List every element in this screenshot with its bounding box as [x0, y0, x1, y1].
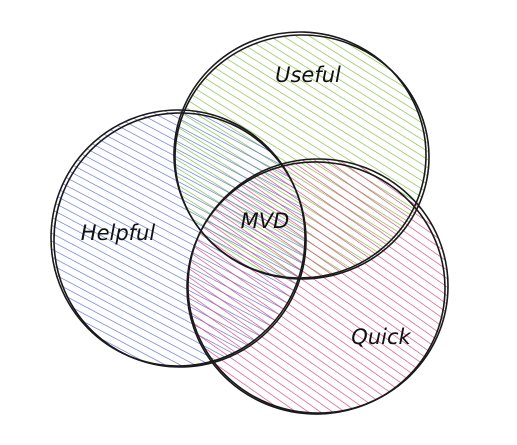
helpful-label: Helpful [81, 221, 156, 245]
outlines [50, 31, 449, 415]
useful-outline-2 [173, 31, 427, 279]
quick-outline-2 [186, 161, 446, 415]
fills [51, 35, 448, 413]
center-label: MVD [241, 209, 290, 233]
useful-outline [174, 34, 430, 280]
quick-outline [187, 158, 449, 414]
labels: Useful Helpful Quick MVD [81, 63, 412, 349]
helpful-outline-2 [53, 112, 307, 368]
quick-label: Quick [351, 325, 411, 349]
helpful-outline [50, 109, 306, 367]
quick-fill [188, 159, 448, 413]
useful-label: Useful [275, 63, 341, 87]
